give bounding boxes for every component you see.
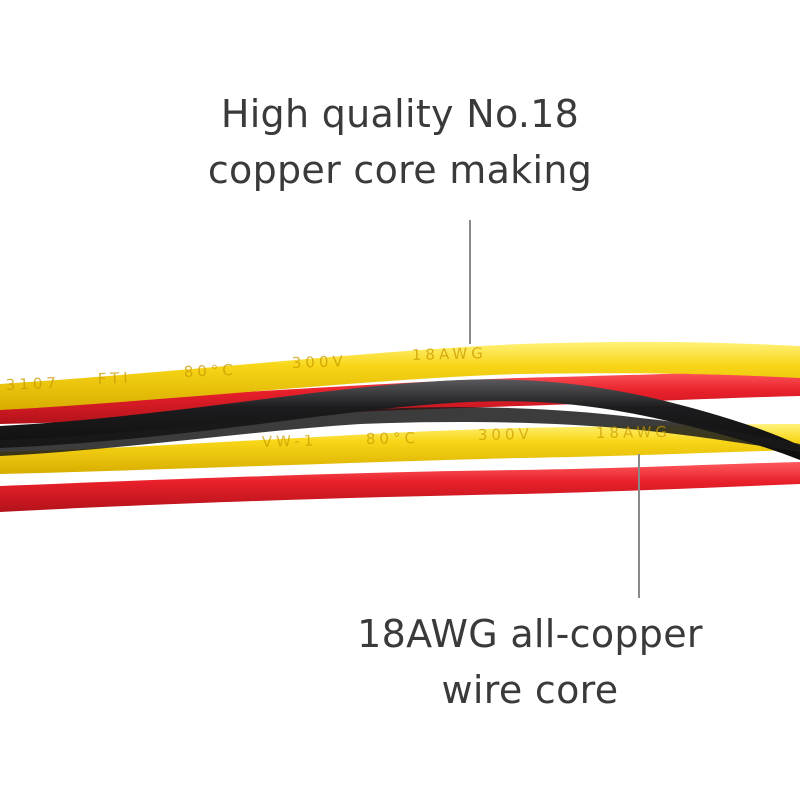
caption-top: High quality No.18 copper core making [180,86,620,198]
print-80c: 80°C [183,361,237,381]
print-300v-lower: 300V [478,425,533,444]
print-vw1: VW-1 [262,431,318,451]
caption-bottom-line1: 18AWG all-copper [357,612,703,656]
print-18awg: 18AWG [412,344,487,364]
black-wire-secondary [0,407,800,456]
print-3107: 3107 [5,374,60,394]
black-wire [0,379,800,460]
upper-wire-print: 3107 FTI 80°C 300V 18AWG [5,344,487,394]
print-80c-lower: 80°C [366,429,419,448]
print-18awg-lower: 18AWG [596,423,671,442]
callout-line-top [469,220,471,344]
print-300v: 300V [292,352,348,372]
caption-top-line2: copper core making [207,148,593,192]
red-wire-bottom [0,462,800,512]
callout-line-bottom [638,454,640,598]
caption-bottom: 18AWG all-copper wire core [340,606,720,718]
yellow-wire-upper [0,341,800,410]
lower-wire-print: VW-1 80°C 300V 18AWG [262,423,671,451]
caption-bottom-line2: wire core [441,668,619,712]
print-fti: FTI [97,369,132,388]
yellow-wire-lower [0,424,800,474]
caption-top-line1: High quality No.18 [220,92,580,136]
